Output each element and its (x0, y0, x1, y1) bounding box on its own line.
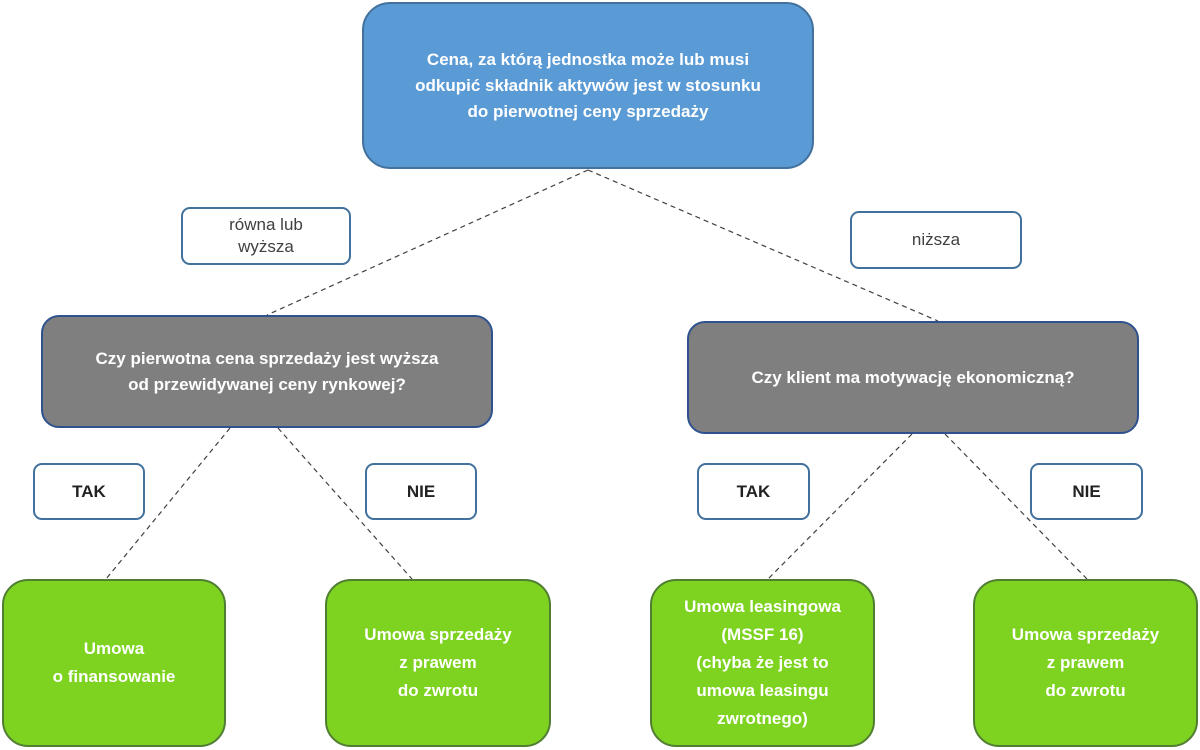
outcome-box-sale-with-return-right: Umowa sprzedaży z prawem do zwrotu (973, 579, 1198, 747)
connector-root-to-left-question (266, 169, 589, 316)
connector-left-question-to-yes (105, 427, 231, 580)
connector-root-to-right-question (587, 169, 939, 322)
question-box-right: Czy klient ma motywację ekonomiczną? (687, 321, 1139, 434)
answer-label-left-no: NIE (365, 463, 477, 520)
outcome-box-lease-agreement: Umowa leasingowa (MSSF 16) (chyba że jes… (650, 579, 875, 747)
outcome-box-sale-with-return-left: Umowa sprzedaży z prawem do zwrotu (325, 579, 551, 747)
answer-label-right-yes: TAK (697, 463, 810, 520)
branch-label-lower: niższa (850, 211, 1022, 269)
answer-label-right-no: NIE (1030, 463, 1143, 520)
root-question-box: Cena, za którą jednostka może lub musi o… (362, 2, 814, 169)
answer-label-left-yes: TAK (33, 463, 145, 520)
question-box-left: Czy pierwotna cena sprzedaży jest wyższa… (41, 315, 493, 428)
outcome-box-financing-agreement: Umowa o finansowanie (2, 579, 226, 747)
branch-label-equal-or-higher: równa lub wyższa (181, 207, 351, 265)
connector-right-question-to-yes (767, 433, 913, 580)
connector-left-question-to-no (277, 427, 413, 580)
connector-right-question-to-no (944, 433, 1088, 580)
